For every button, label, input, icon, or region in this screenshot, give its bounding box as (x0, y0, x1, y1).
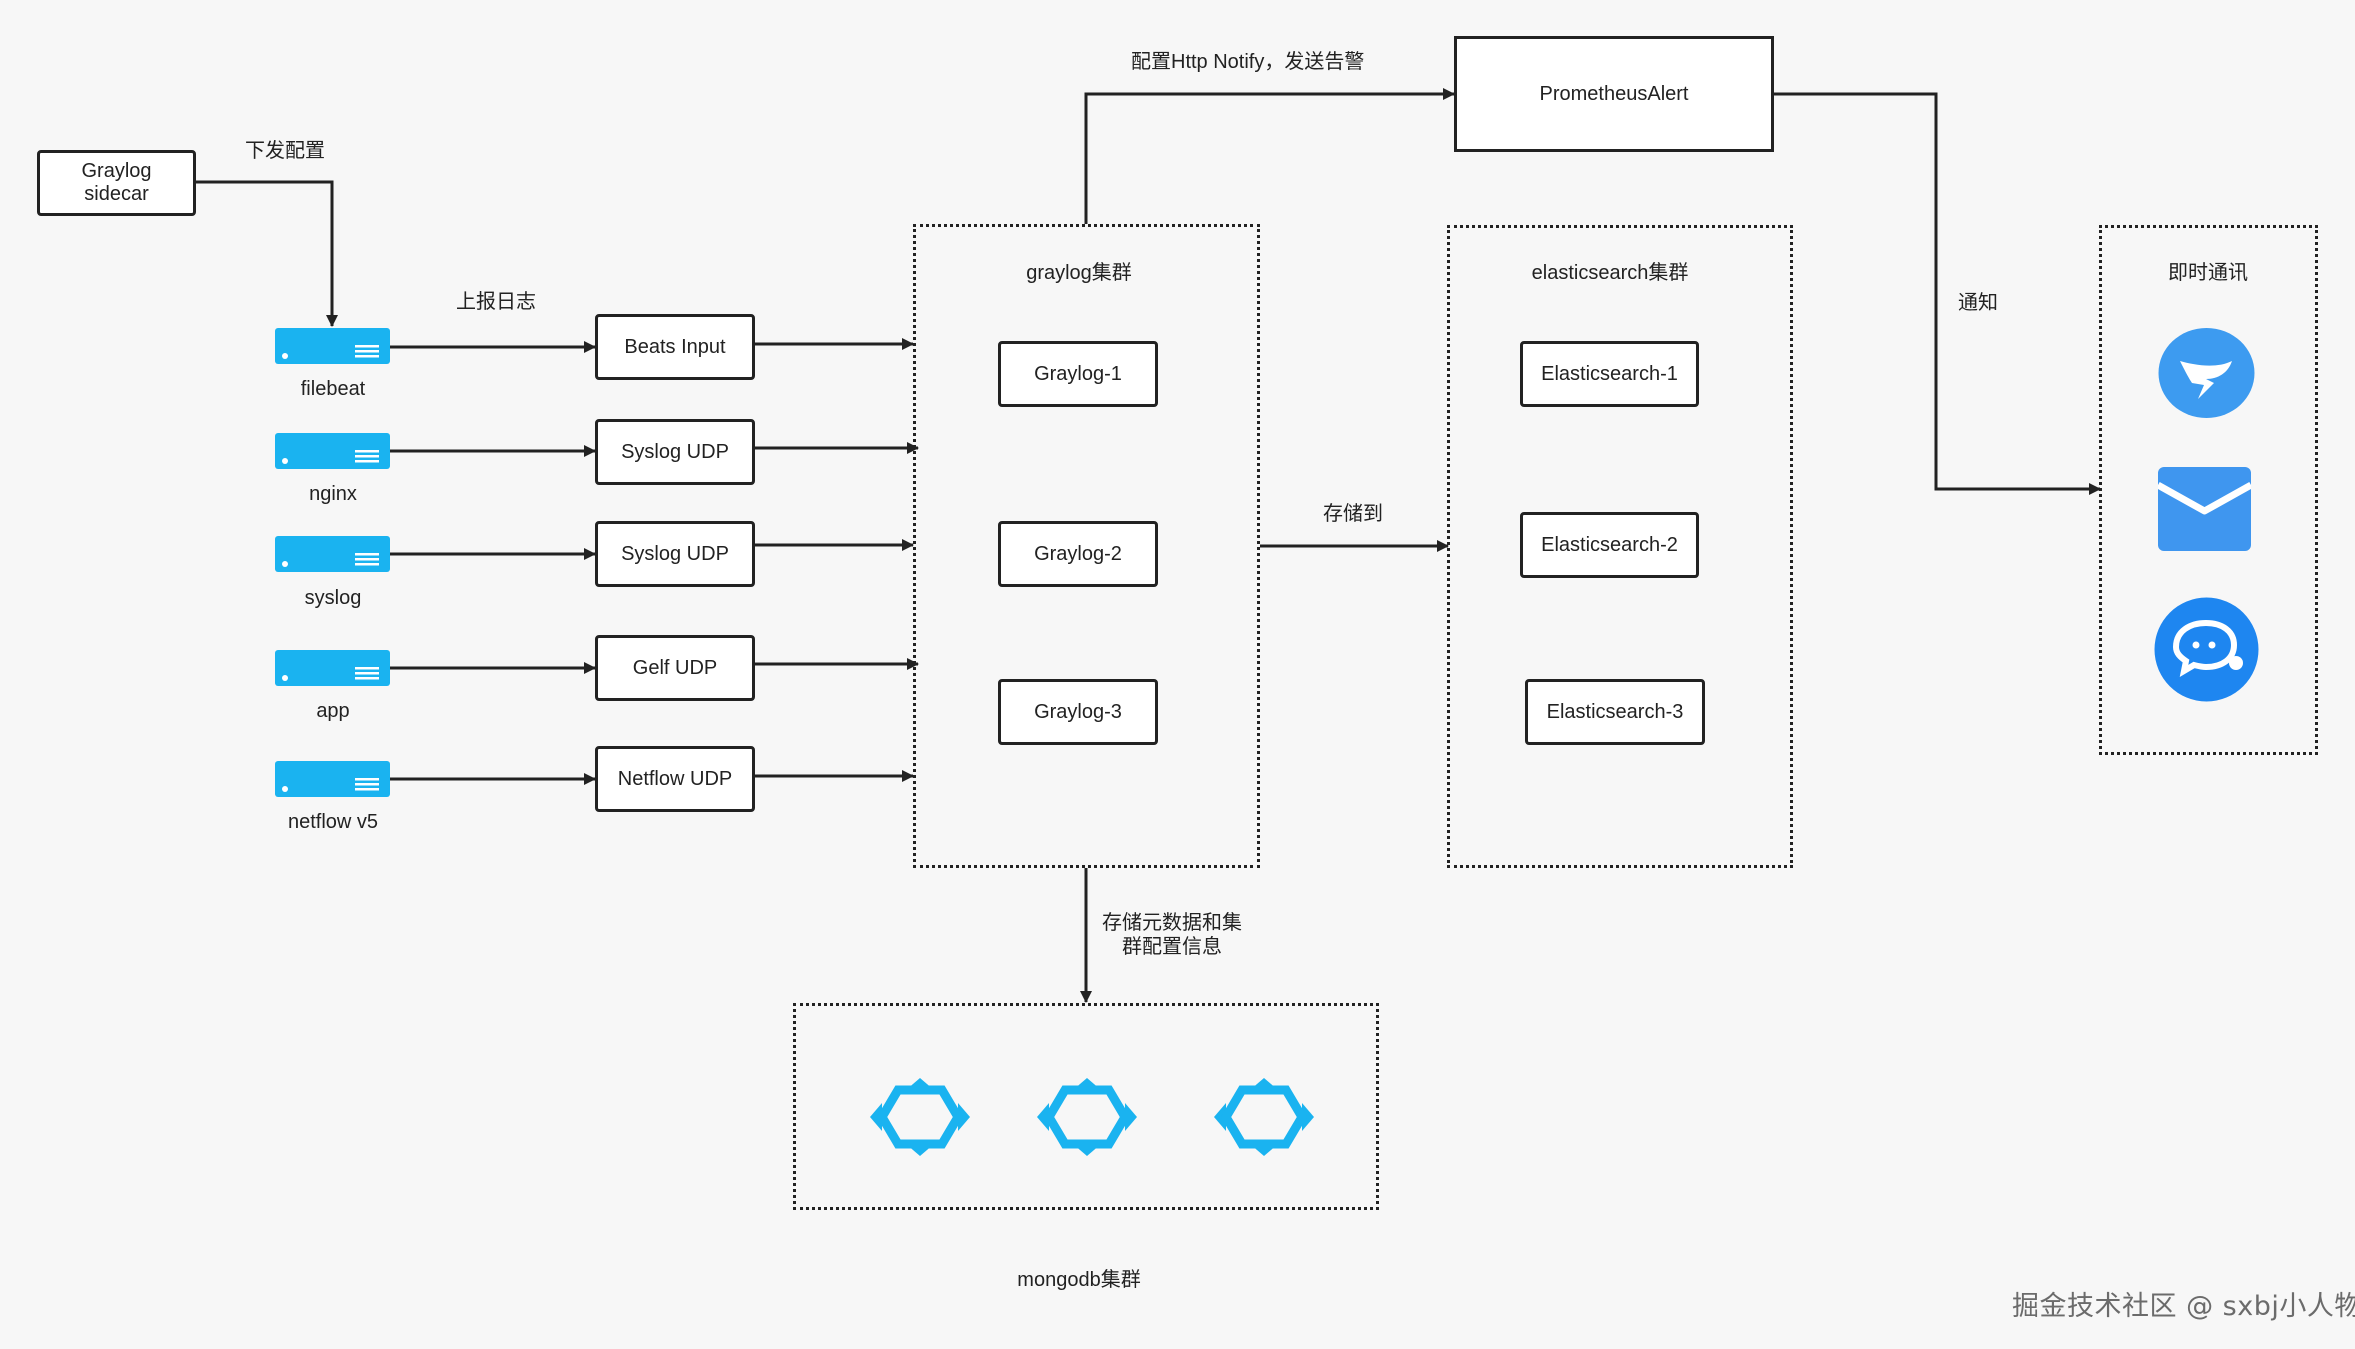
graylog-node-2: Graylog-2 (998, 521, 1158, 587)
elasticsearch-cluster (1447, 225, 1793, 868)
watermark: 掘金技术社区 @ sxbj小人物 (2012, 1291, 2355, 1322)
mongodb-node-icon (1037, 1078, 1137, 1156)
im-cluster-title: 即时通讯 (2168, 262, 2248, 284)
label-store-to: 存储到 (1323, 503, 1383, 525)
elasticsearch-node-2: Elasticsearch-2 (1520, 512, 1699, 578)
im-cluster (2099, 225, 2318, 755)
input-gelf-udp: Gelf UDP (595, 635, 755, 701)
email-icon (2158, 467, 2251, 551)
mongodb-cluster (793, 1003, 1379, 1210)
graylog-sidecar-box: Graylog sidecar (37, 150, 196, 216)
elasticsearch-node-3: Elasticsearch-3 (1525, 679, 1705, 745)
input-beats-input: Beats Input (595, 314, 755, 380)
label-metadata-line-1: 存储元数据和集 (1102, 912, 1242, 934)
graylog-node-1: Graylog-1 (998, 341, 1158, 407)
source-label-nginx: nginx (309, 483, 357, 505)
elasticsearch-node-1: Elasticsearch-1 (1520, 341, 1699, 407)
server-icon (275, 328, 390, 364)
server-icon (275, 433, 390, 469)
server-icon (275, 650, 390, 686)
label-report-logs: 上报日志 (456, 291, 536, 313)
prometheus-alert-box: PrometheusAlert (1454, 36, 1774, 152)
label-metadata-line-2: 群配置信息 (1122, 936, 1222, 958)
input-netflow-udp: Netflow UDP (595, 746, 755, 812)
graylog-node-3: Graylog-3 (998, 679, 1158, 745)
elasticsearch-cluster-title: elasticsearch集群 (1531, 262, 1689, 284)
server-icon (275, 761, 390, 797)
source-label-app: app (316, 700, 350, 722)
edge-prometheus-alert-to-im (1774, 92, 2101, 495)
edge-graylog-to-prometheus-alert (1084, 88, 1455, 224)
label-http-notify: 配置Http Notify，发送告警 (1131, 51, 1365, 73)
dingtalk-icon (2158, 328, 2255, 418)
label-notify: 通知 (1958, 292, 1998, 314)
mongodb-cluster-title: mongodb集群 (1017, 1269, 1141, 1291)
input-syslog-udp-2: Syslog UDP (595, 521, 755, 587)
edge-sidecar-to-filebeat (195, 180, 338, 327)
server-icon (275, 536, 390, 572)
input-syslog-udp-1: Syslog UDP (595, 419, 755, 485)
source-label-filebeat: filebeat (300, 378, 366, 400)
mongodb-node-icon (1214, 1078, 1314, 1156)
wecom-icon (2154, 597, 2259, 702)
sidecar-line-2: sidecar (84, 183, 149, 205)
graylog-cluster-title: graylog集群 (1026, 262, 1132, 284)
source-label-syslog: syslog (304, 587, 362, 609)
source-label-netflow-v5: netflow v5 (287, 811, 379, 833)
mongodb-node-icon (870, 1078, 970, 1156)
label-push-config: 下发配置 (245, 140, 325, 162)
graylog-cluster (913, 224, 1260, 868)
sidecar-line-1: Graylog (81, 160, 152, 182)
